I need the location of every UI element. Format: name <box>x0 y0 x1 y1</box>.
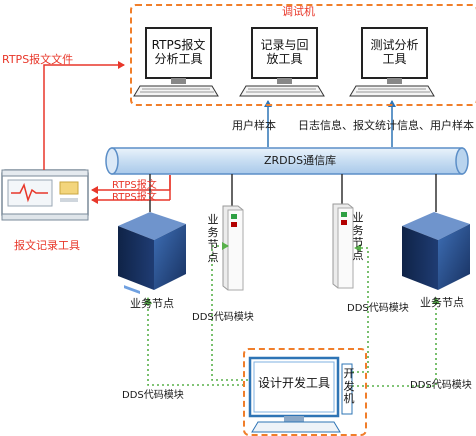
rtps-packet-arrows <box>91 175 171 204</box>
rtps-file-arrow <box>43 61 125 170</box>
dds-code-paths <box>144 242 440 387</box>
rtps-analysis-tool-label: RTPS报文分析工具 <box>151 38 206 67</box>
business-node-vertical-right: 业务节点 <box>352 211 364 262</box>
zrdds-bus <box>105 147 469 175</box>
business-node-vertical-left: 业务节点 <box>207 213 219 264</box>
dev-machine-label: 开发机 <box>343 367 355 406</box>
server-right <box>402 212 470 290</box>
monitor-rtps-analysis <box>133 27 219 97</box>
test-machine-title: 调试机 <box>282 5 315 18</box>
user-sample-label: 用户样本 <box>232 119 276 132</box>
rtps-packet-label-2: RTPS报文 <box>112 192 157 203</box>
monitor-record-replay <box>239 27 325 97</box>
dds-module-label-3: DDS代码模块 <box>122 390 184 401</box>
dds-module-label-4: DDS代码模块 <box>410 380 472 391</box>
tower-node-right <box>332 203 354 289</box>
dev-machine-stand <box>341 363 353 415</box>
bus-connectors <box>149 174 437 212</box>
business-node-left-label: 业务节点 <box>130 297 174 310</box>
packet-record-tool-label: 报文记录工具 <box>14 239 80 252</box>
log-info-label: 日志信息、报文统计信息、用户样本 <box>298 119 474 132</box>
rtps-file-label: RTPS报文文件 <box>2 53 74 66</box>
dds-module-label-2: DDS代码模块 <box>347 303 409 314</box>
design-dev-tool-label: 设计开发工具 <box>257 376 330 390</box>
packet-record-device <box>1 169 89 221</box>
business-node-right-label: 业务节点 <box>420 296 464 309</box>
monitor-test-analysis <box>349 27 435 97</box>
zrdds-bus-label: ZRDDS通信库 <box>264 154 337 167</box>
tower-node-left <box>222 205 244 291</box>
server-left <box>118 212 186 294</box>
dds-module-label-1: DDS代码模块 <box>192 312 254 323</box>
bus-to-tools-arrows <box>264 100 396 147</box>
test-machine-group <box>130 4 476 106</box>
monitor-design-dev <box>248 356 341 433</box>
rtps-packet-label-1: RTPS报文 <box>112 180 157 191</box>
test-analysis-tool-label: 测试分析工具 <box>370 38 419 67</box>
record-replay-tool-label: 记录与回放工具 <box>260 38 309 67</box>
